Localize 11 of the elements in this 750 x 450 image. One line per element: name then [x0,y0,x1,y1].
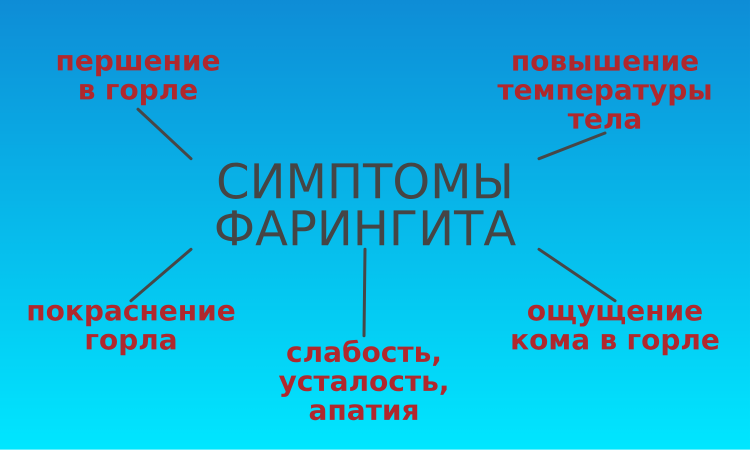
symptom-label: повышение температуры тела [498,54,710,130]
connector-line [130,248,192,302]
connector-line [538,132,606,160]
symptom-label: ощущение кома в горле [512,304,719,356]
symptom-label: слабость, усталость, апатия [278,340,447,420]
connector-line [538,248,616,302]
symptom-label: покраснение горла [28,304,234,356]
symptom-label: першение в горле [58,54,220,106]
connector-line [136,108,192,160]
connector-line [362,248,366,338]
central-heading: СИМПТОМЫ ФАРИНГИТА [216,162,516,246]
